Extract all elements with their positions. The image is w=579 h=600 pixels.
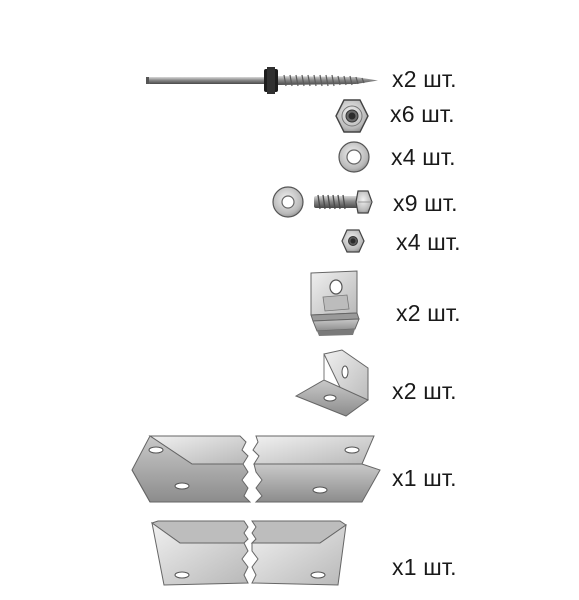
quantity-label: x9 шт.: [393, 190, 458, 216]
angle-bracket-icon: [294, 349, 369, 417]
quantity-label: x2 шт.: [392, 66, 457, 92]
quantity-label: x4 шт.: [396, 229, 461, 255]
hanger-bolt-icon: [146, 67, 378, 94]
quantity-label: x6 шт.: [390, 101, 455, 127]
hex-nut-icon: [335, 99, 369, 133]
quantity-label: x1 шт.: [392, 465, 457, 491]
angle-profile-inner-icon: [150, 520, 347, 586]
hex-nut-small-icon: [341, 229, 365, 253]
quantity-label: x2 шт.: [392, 378, 457, 404]
slot-clamp-icon: [310, 270, 360, 336]
angle-profile-icon: [131, 435, 381, 503]
bolt-with-washer-icon: [272, 186, 373, 218]
quantity-label: x4 шт.: [391, 144, 456, 170]
washer-icon: [338, 141, 370, 173]
quantity-label: x1 шт.: [392, 554, 457, 580]
quantity-label: x2 шт.: [396, 300, 461, 326]
